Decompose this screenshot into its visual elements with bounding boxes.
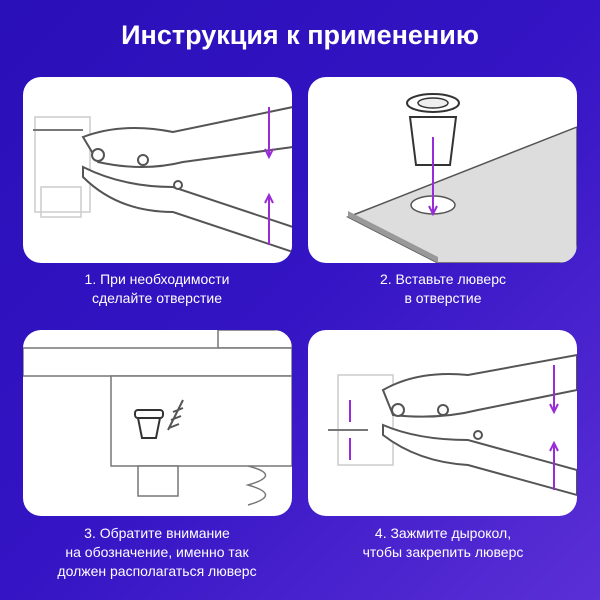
step-1-caption-line1: 1. При необходимости — [84, 271, 230, 287]
grommet-marking-icon — [23, 330, 292, 506]
hole-punch-icon — [33, 106, 292, 253]
step-2-illustration — [308, 77, 577, 263]
hole-punch-clamp-icon — [328, 353, 577, 497]
step-1-caption-line2: сделайте отверстие — [92, 290, 222, 306]
step-2-caption-line1: 2. Вставьте люверс — [379, 271, 507, 287]
step-4-illustration — [308, 330, 577, 516]
grommet-insert-icon — [346, 93, 577, 263]
page-title: Инструкция к применению — [121, 20, 479, 50]
step-3-illustration — [23, 330, 292, 516]
step-3-caption-line2: на обозначение, именно так — [65, 544, 249, 560]
step-3-caption-line1: 3. Обратите внимание — [84, 525, 230, 541]
step-2-caption-line2: в отверстие — [404, 290, 482, 306]
step-1-illustration — [23, 77, 292, 263]
step-3-caption-line3: должен располагаться люверс — [57, 563, 257, 579]
step-4-caption-line1: 4. Зажмите дырокол, — [374, 525, 512, 541]
step-4-caption-line2: чтобы закрепить люверс — [362, 544, 524, 560]
